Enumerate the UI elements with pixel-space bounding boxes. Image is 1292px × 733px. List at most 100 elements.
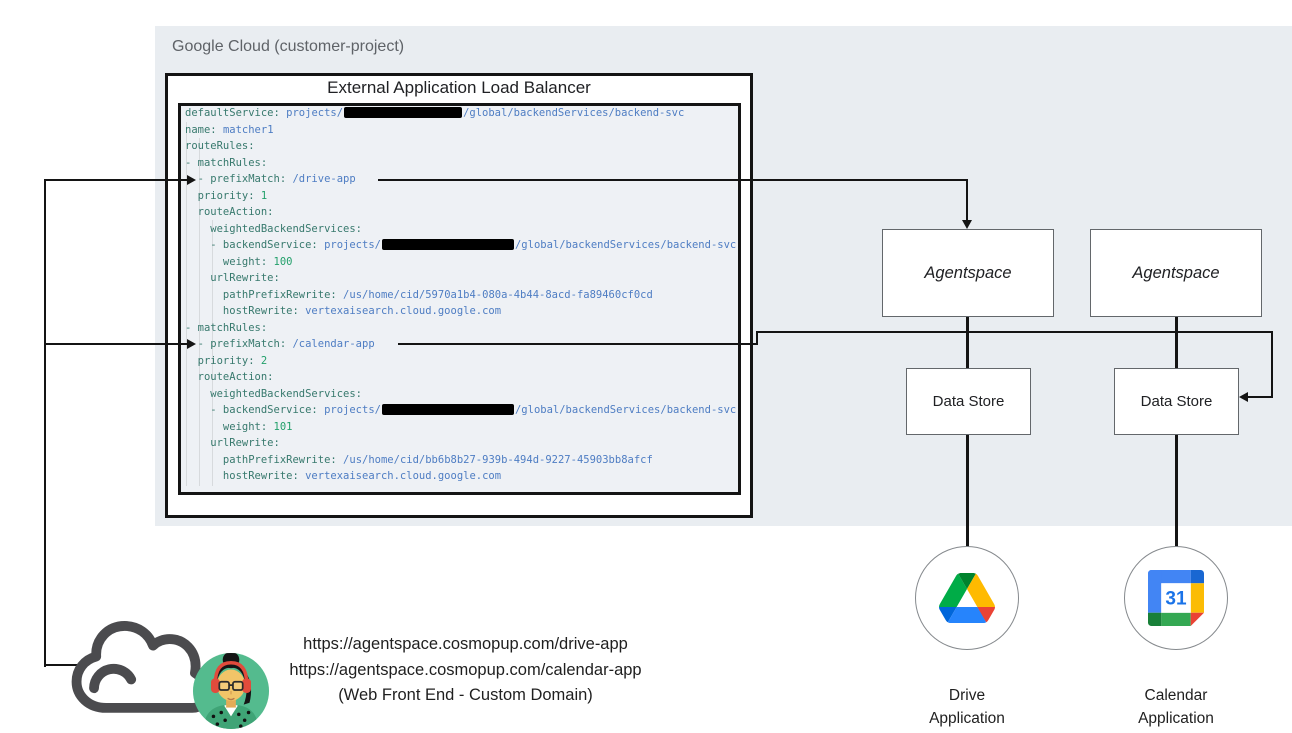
code-line: hostRewrite: vertexaisearch.cloud.google… xyxy=(185,303,737,320)
code-segment: - backendService: xyxy=(185,239,325,251)
code-line: routeRules: xyxy=(185,138,737,155)
arrowhead-agentspace-left xyxy=(962,220,972,229)
code-line: hostRewrite: vertexaisearch.cloud.google… xyxy=(185,468,737,485)
code-lines: defaultService: projects/ /global/backend… xyxy=(185,105,737,485)
code-segment: hostRewrite: xyxy=(185,305,306,317)
code-segment: /us/home/cid/bb6b8b27-939b-494d-9227-459… xyxy=(343,453,653,466)
connector-to-cloud-icon xyxy=(44,664,86,666)
code-segment: projects/ xyxy=(324,404,381,416)
drive-app-circle xyxy=(915,546,1019,650)
code-segment: - matchRules: xyxy=(185,156,268,169)
datastore-right-label: Data Store xyxy=(1140,393,1213,410)
code-line: urlRewrite: xyxy=(185,435,737,452)
code-segment: /drive-app xyxy=(292,173,356,185)
code-segment: - prefixMatch: xyxy=(185,173,293,185)
datastore-left-label: Data Store xyxy=(932,393,1005,410)
connector-left-vertical xyxy=(44,179,46,667)
code-segment: 2 xyxy=(260,354,268,367)
redaction-bar xyxy=(344,106,463,118)
arrowhead-drive-rule xyxy=(187,175,196,185)
drive-app-label-line2: Application xyxy=(929,710,1005,727)
datastore-box-right: Data Store xyxy=(1114,368,1239,435)
code-segment: routeAction: xyxy=(185,371,274,383)
code-segment: projects/ xyxy=(286,107,344,119)
frontend-url-calendar: https://agentspace.cosmopup.com/calendar… xyxy=(289,660,642,679)
code-line: routeAction: xyxy=(185,369,737,386)
code-line: - matchRules: xyxy=(185,155,737,172)
connector-calendar-step xyxy=(756,331,758,345)
code-segment: urlRewrite: xyxy=(185,272,280,284)
connector-drive-horizontal xyxy=(378,179,968,181)
code-segment: - prefixMatch: xyxy=(185,338,293,350)
code-line: - backendService: projects/ /global/backe… xyxy=(185,237,737,254)
connector-calendar-horizontal-3 xyxy=(1248,396,1273,398)
code-segment: weightedBackendServices: xyxy=(185,387,363,400)
indent-guide xyxy=(199,138,200,486)
frontend-urls: https://agentspace.cosmopup.com/drive-ap… xyxy=(268,632,663,709)
code-line: pathPrefixRewrite: /us/home/cid/5970a1b4… xyxy=(185,287,737,304)
code-segment: - backendService: xyxy=(185,404,325,416)
link-agentspace-datastore-right xyxy=(1175,317,1178,368)
load-balancer-title: External Application Load Balancer xyxy=(327,78,591,97)
link-agentspace-datastore-left xyxy=(966,317,969,368)
code-segment: /calendar-app xyxy=(292,338,375,350)
google-cloud-label: Google Cloud (customer-project) xyxy=(172,38,405,55)
drive-app-label-line1: Drive xyxy=(948,687,986,704)
code-segment: pathPrefixRewrite: xyxy=(185,288,344,301)
code-segment: routeAction: xyxy=(185,206,274,218)
code-segment: name: xyxy=(185,123,223,136)
code-line: - backendService: projects//global/backe… xyxy=(185,402,737,419)
code-segment: vertexaisearch.cloud.google.com xyxy=(305,470,502,482)
code-line: weight: 101 xyxy=(185,419,737,436)
code-segment: matcher1 xyxy=(222,123,274,136)
code-segment: /global/backendServices/backend-svc xyxy=(463,107,685,119)
code-segment: vertexaisearch.cloud.google.com xyxy=(305,305,502,317)
code-segment: projects/ xyxy=(324,239,381,251)
connector-to-drive-rule xyxy=(44,179,188,181)
link-datastore-drive xyxy=(966,435,969,547)
code-line: priority: 1 xyxy=(185,188,737,205)
code-line: priority: 2 xyxy=(185,353,737,370)
connector-to-calendar-rule xyxy=(44,343,188,345)
code-segment: defaultService: xyxy=(185,107,287,119)
code-line: weightedBackendServices: xyxy=(185,221,737,238)
code-line: name: matcher1 xyxy=(185,122,737,139)
code-line: routeAction: xyxy=(185,204,737,221)
calendar-app-label: Calendar Application xyxy=(1105,684,1247,730)
code-segment: weightedBackendServices: xyxy=(185,222,363,235)
code-segment: 1 xyxy=(260,189,268,202)
agentspace-right-label: Agentspace xyxy=(1132,263,1220,282)
code-segment: pathPrefixRewrite: xyxy=(185,453,344,466)
drive-app-label: Drive Application xyxy=(899,684,1035,730)
indent-guide xyxy=(212,220,213,486)
google-calendar-icon: 31 xyxy=(1148,570,1204,626)
indent-guide xyxy=(186,122,187,486)
code-line: urlRewrite: xyxy=(185,270,737,287)
code-segment: /global/backendServices/backend-svc xyxy=(514,239,737,251)
code-segment: weight: xyxy=(185,420,274,433)
calendar-app-label-line2: Application xyxy=(1138,710,1214,727)
arrowhead-calendar-rule xyxy=(187,339,196,349)
frontend-caption: (Web Front End - Custom Domain) xyxy=(338,686,593,704)
code-segment: /us/home/cid/5970a1b4-080a-4b44-8acd-fa8… xyxy=(343,288,653,301)
calendar-app-label-line1: Calendar xyxy=(1144,687,1208,704)
code-line: weight: 100 xyxy=(185,254,737,271)
redaction-bar xyxy=(381,403,514,415)
url-map-code-box xyxy=(178,103,741,495)
user-avatar xyxy=(192,652,270,730)
cloud-icon xyxy=(71,621,212,713)
code-segment: 101 xyxy=(273,420,293,433)
code-line: pathPrefixRewrite: /us/home/cid/bb6b8b27… xyxy=(185,452,737,469)
agentspace-box-left: Agentspace xyxy=(882,229,1054,317)
code-segment: weight: xyxy=(185,255,274,268)
code-segment: priority: xyxy=(185,354,261,367)
datastore-box-left: Data Store xyxy=(906,368,1031,435)
agentspace-box-right: Agentspace xyxy=(1090,229,1262,317)
code-segment: 100 xyxy=(273,255,293,268)
connector-calendar-horizontal-2 xyxy=(756,331,1273,333)
connector-calendar-vertical xyxy=(1271,331,1273,398)
code-segment: urlRewrite: xyxy=(185,437,280,449)
calendar-app-circle: 31 xyxy=(1124,546,1228,650)
google-drive-icon xyxy=(939,573,995,623)
